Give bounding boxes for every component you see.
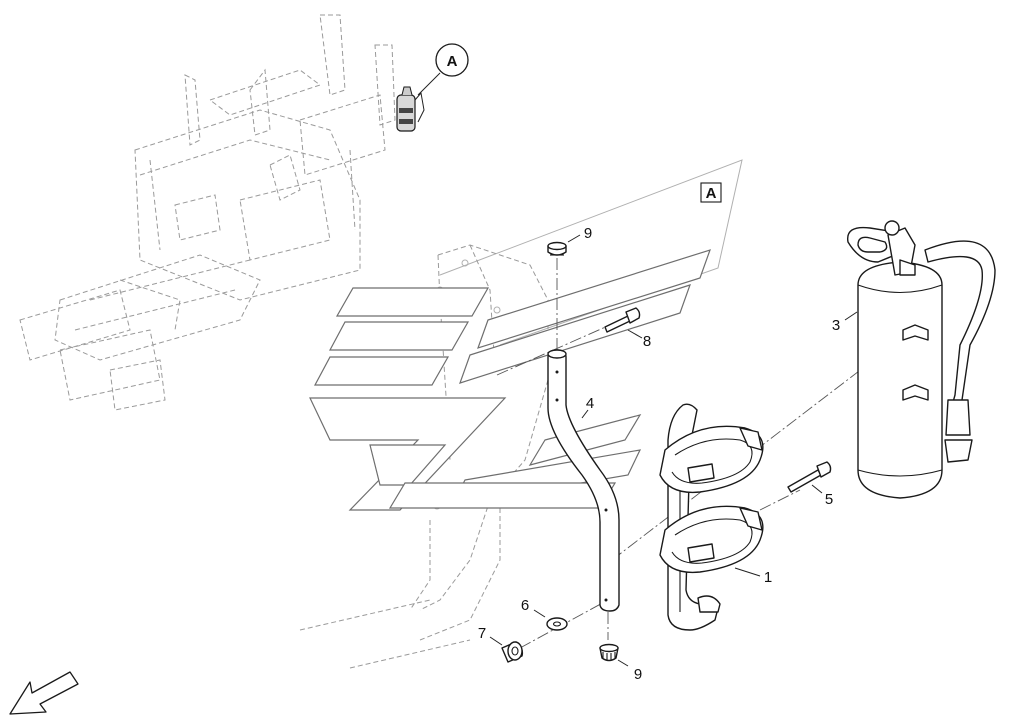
part-7-bushing: 7 bbox=[478, 625, 524, 663]
callout-4: 4 bbox=[586, 395, 594, 412]
part-8-bolt: 8 bbox=[604, 307, 651, 350]
callout-6: 6 bbox=[521, 597, 529, 614]
machine-frame-overview bbox=[19, 14, 396, 411]
part-4-support-tube: 4 bbox=[547, 349, 620, 612]
front-direction-arrow-icon bbox=[9, 671, 79, 715]
part-9-top-cap: 9 bbox=[547, 225, 592, 256]
part-5-bolt: 5 bbox=[787, 461, 833, 508]
callout-5: 5 bbox=[825, 491, 833, 508]
callout-8: 8 bbox=[643, 333, 651, 350]
detail-a-marker: A bbox=[417, 43, 469, 96]
callout-9-top: 9 bbox=[584, 225, 592, 242]
part-6-washer: 6 bbox=[521, 597, 568, 631]
callout-7: 7 bbox=[478, 625, 486, 642]
detail-a-marker-label: A bbox=[447, 53, 458, 70]
extinguisher-location-on-machine bbox=[396, 86, 425, 132]
part-1-bracket: 1 bbox=[659, 403, 772, 631]
callout-1: 1 bbox=[764, 569, 772, 586]
part-9-bottom-cap: 9 bbox=[599, 643, 642, 683]
detail-a-box-label: A bbox=[706, 185, 717, 202]
part-3-fire-extinguisher: 3 bbox=[832, 220, 996, 499]
callout-9-bottom: 9 bbox=[634, 666, 642, 683]
manufacturer-logo bbox=[309, 249, 711, 511]
callout-3: 3 bbox=[832, 317, 840, 334]
